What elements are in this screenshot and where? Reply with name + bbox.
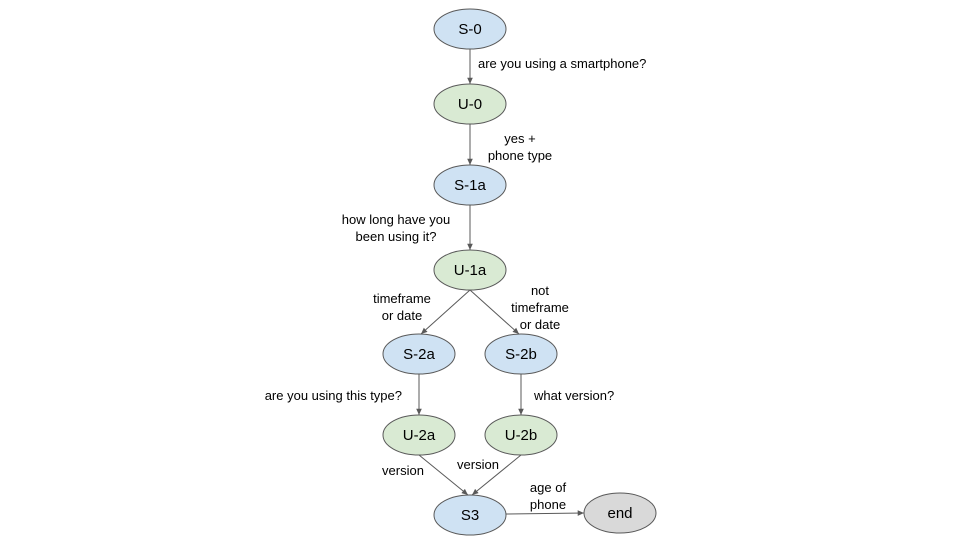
node-ellipse [433, 83, 507, 125]
edge-label-line: yes + [504, 131, 535, 146]
node-ellipse [433, 494, 507, 536]
node-s3: S3 [433, 494, 507, 536]
node-label: S3 [461, 507, 479, 524]
edge-label-u0-to-s1a: yes + phone type [488, 131, 552, 163]
edges-layer [416, 49, 585, 516]
edge-arrow-u2a-to-s3 [418, 454, 469, 496]
node-ellipse [382, 414, 456, 456]
edge-label-line: been using it? [356, 229, 437, 244]
node-ellipse [433, 249, 507, 291]
node-ellipse [484, 414, 558, 456]
edge-label-line: timeframe [373, 291, 431, 306]
node-u1a: U-1a [433, 249, 507, 291]
edge-label-s1a-to-u1a: how long have you been using it? [342, 212, 450, 244]
node-ellipse [382, 333, 456, 375]
edge-label-s3-to-end: age of phone [530, 480, 567, 512]
node-u2b: U-2b [484, 414, 558, 456]
edge-label-line: are you using this type? [265, 388, 402, 403]
edge-label-u1a-to-s2a: timeframe or date [373, 291, 431, 323]
edge-arrow-u1a-to-s2b [469, 289, 520, 335]
node-s2a: S-2a [382, 333, 456, 375]
node-end: end [583, 492, 657, 534]
node-s1a: S-1a [433, 164, 507, 206]
edge-arrow-u1a-to-s2a [420, 289, 471, 335]
node-label: U-2a [403, 427, 436, 444]
node-label: U-0 [458, 96, 482, 113]
edge-label-s2b-to-u2b: what version? [533, 388, 614, 403]
edge-label-line: age of [530, 480, 567, 495]
node-label: U-2b [505, 427, 538, 444]
edge-label-s0-to-u0: are you using a smartphone? [478, 56, 646, 71]
node-s0: S-0 [433, 8, 507, 50]
edge-label-u2b-to-s3: version [457, 457, 499, 472]
node-u0: U-0 [433, 83, 507, 125]
edge-label-u2a-to-s3: version [382, 463, 424, 478]
edge-label-line: phone [530, 497, 566, 512]
edge-label-line: or date [382, 308, 422, 323]
edge-label-u1a-to-s2b: not timeframe or date [511, 283, 569, 332]
edge-arrow-u2b-to-s3 [471, 454, 522, 496]
edge-arrow-s3-to-end [505, 510, 585, 516]
edge-label-line: are you using a smartphone? [478, 56, 646, 71]
node-label: U-1a [454, 262, 487, 279]
edge-label-s2a-to-u2a: are you using this type? [265, 388, 402, 403]
node-label: S-0 [458, 21, 481, 38]
node-ellipse [433, 8, 507, 50]
node-u2a: U-2a [382, 414, 456, 456]
node-label: end [607, 505, 632, 522]
node-s2b: S-2b [484, 333, 558, 375]
edge-label-line: not [531, 283, 549, 298]
node-label: S-2a [403, 346, 435, 363]
edge-label-line: version [382, 463, 424, 478]
edge-label-line: timeframe [511, 300, 569, 315]
edge-label-line: version [457, 457, 499, 472]
node-label: S-1a [454, 177, 486, 194]
edge-label-line: how long have you [342, 212, 450, 227]
edge-label-line: what version? [533, 388, 614, 403]
edge-label-line: or date [520, 317, 560, 332]
node-ellipse [583, 492, 657, 534]
node-label: S-2b [505, 346, 537, 363]
node-ellipse [433, 164, 507, 206]
edge-labels-layer: are you using a smartphone? yes + phone ty… [265, 56, 647, 512]
edge-label-line: phone type [488, 148, 552, 163]
node-ellipse [484, 333, 558, 375]
